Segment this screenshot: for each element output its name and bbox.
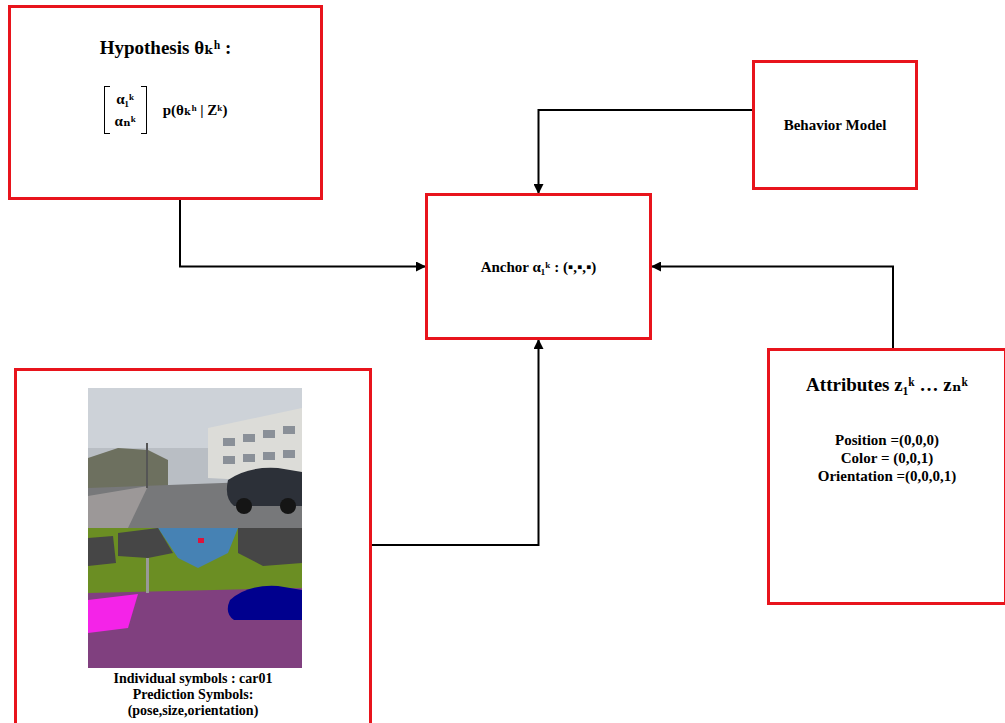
arrow-connector xyxy=(539,110,753,193)
arrow-connector xyxy=(180,200,425,267)
attributes-box: Attributes z₁ᵏ … zₙᵏPosition =(0,0,0)Col… xyxy=(767,348,1005,605)
attribute-list: Position =(0,0,0)Color = (0,0,1)Orientat… xyxy=(818,431,957,485)
symbol-caption: Individual symbols : car01 xyxy=(113,671,272,687)
symbol-caption: Prediction Symbols: (pose,size,orientati… xyxy=(98,687,288,719)
attribute-value: Color = (0,0,1) xyxy=(841,449,933,467)
hypothesis-box: Hypothesis θₖʰ : α₁ᵏ αₙᵏ p(θₖʰ | Zᵏ) xyxy=(8,5,323,200)
attribute-value: Position =(0,0,0) xyxy=(835,431,939,449)
probability-term: p(θₖʰ | Zᵏ) xyxy=(163,101,228,119)
arrow-connector xyxy=(372,340,539,545)
street-segmentation-image xyxy=(88,388,302,668)
attribute-value: Orientation =(0,0,0,1) xyxy=(818,467,957,485)
hypothesis-row: α₁ᵏ αₙᵏ p(θₖʰ | Zᵏ) xyxy=(104,86,228,134)
hypothesis-heading: Hypothesis θₖʰ : xyxy=(100,36,232,60)
image-symbol-box: Individual symbols : car01Prediction Sym… xyxy=(14,368,372,723)
behavior-model-box: Behavior Model xyxy=(752,60,918,190)
anchor-box: Anchor α₁ᵏ : (▪,▪,▪) xyxy=(425,193,652,340)
box-label: Anchor α₁ᵏ : (▪,▪,▪) xyxy=(481,258,597,276)
box-label: Behavior Model xyxy=(784,116,887,134)
attributes-heading: Attributes z₁ᵏ … zₙᵏ xyxy=(806,373,968,397)
arrow-connector xyxy=(652,267,893,349)
anchor-matrix: α₁ᵏ αₙᵏ xyxy=(104,86,147,134)
